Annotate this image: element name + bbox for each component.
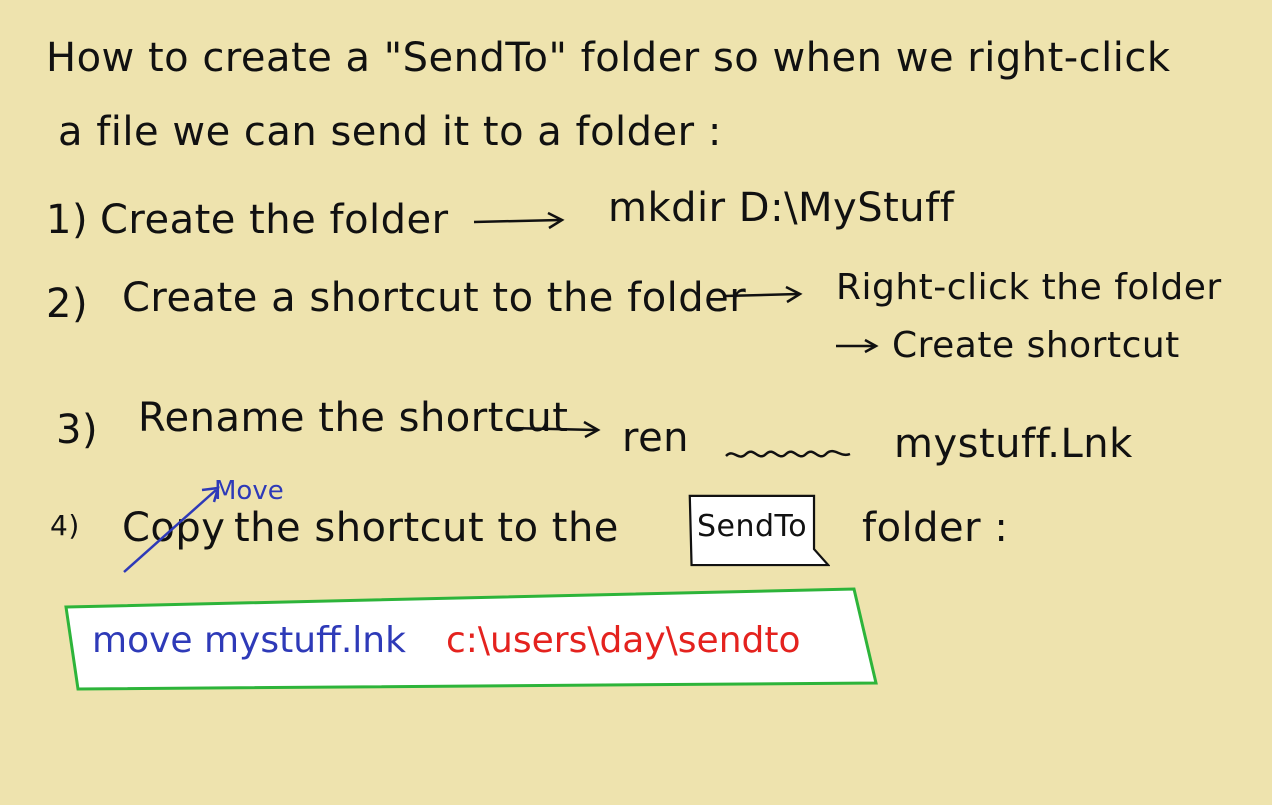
step-4-text: the shortcut to the <box>234 505 619 551</box>
step-2-number: 2) <box>46 281 89 327</box>
command-destination: c:\users\day\sendto <box>446 620 801 661</box>
sendto-label: SendTo <box>697 509 808 544</box>
step-3-number: 3) <box>56 407 99 453</box>
step-1-arrow-icon <box>473 211 565 230</box>
squiggle-placeholder-icon <box>725 449 851 458</box>
step-3-command: ren <box>622 415 690 461</box>
step-1-command: mkdir D:\MyStuff <box>608 185 955 231</box>
step-1-number: 1) <box>46 197 89 243</box>
step-4-number: 4) <box>50 509 80 542</box>
step-4-text-after: folder : <box>862 505 1009 551</box>
step-3-new-name: mystuff.Lnk <box>894 421 1133 467</box>
step-2-sub-arrow-icon <box>836 338 879 354</box>
step-2-result-2: Create shortcut <box>892 325 1180 366</box>
command-box <box>64 587 878 691</box>
correction-strike-arrow-icon <box>123 486 220 573</box>
step-3-arrow-icon <box>509 420 601 439</box>
intro-line-2: a file we can send it to a folder : <box>58 109 722 155</box>
step-3-text: Rename the shortcut <box>138 395 569 441</box>
intro-line-1: How to create a "SendTo" folder so when … <box>46 35 1171 81</box>
correction-note: Move <box>214 476 284 506</box>
step-2-arrow-icon <box>723 285 803 304</box>
step-2-result: Right-click the folder <box>836 267 1222 308</box>
step-1-text: Create the folder <box>100 197 449 243</box>
sendto-folder-box <box>688 494 830 567</box>
command-move-text: move mystuff.lnk <box>92 620 406 661</box>
step-2-text: Create a shortcut to the folder <box>122 275 747 321</box>
